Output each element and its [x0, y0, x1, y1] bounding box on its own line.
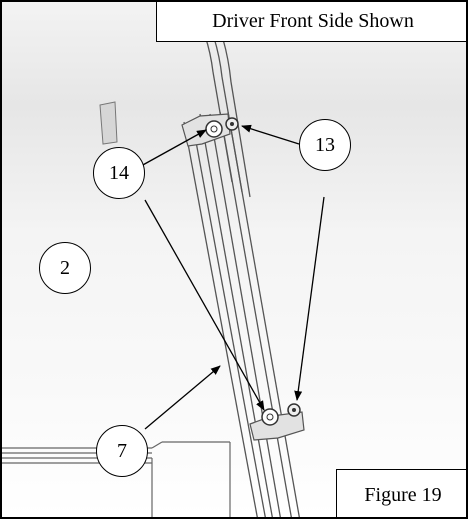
- callout-13: 13: [299, 119, 351, 171]
- view-title-box: Driver Front Side Shown: [156, 2, 466, 42]
- figure-caption-box: Figure 19: [336, 469, 466, 517]
- callout-2: 2: [39, 242, 91, 294]
- leader-lines: [140, 124, 325, 430]
- lower-washer-14: [261, 408, 279, 426]
- callout-14: 14: [93, 147, 145, 199]
- leader-14-lower: [144, 199, 265, 411]
- leader-7: [144, 365, 221, 430]
- view-title-text: Driver Front Side Shown: [212, 9, 414, 32]
- leader-13-lower: [294, 196, 325, 401]
- callout-13-label: 13: [315, 133, 335, 156]
- figure-caption-text: Figure 19: [364, 483, 442, 506]
- callout-2-label: 2: [60, 256, 70, 279]
- upper-washer-14: [205, 120, 223, 138]
- upper-bolt-13: [225, 117, 239, 131]
- leader-13-upper: [241, 124, 300, 145]
- leader-14-upper: [140, 129, 207, 167]
- callout-7: 7: [96, 425, 148, 477]
- lower-bolt-13: [287, 403, 301, 417]
- callout-7-label: 7: [117, 439, 127, 462]
- callout-14-label: 14: [109, 161, 129, 184]
- tab-part: [99, 101, 118, 145]
